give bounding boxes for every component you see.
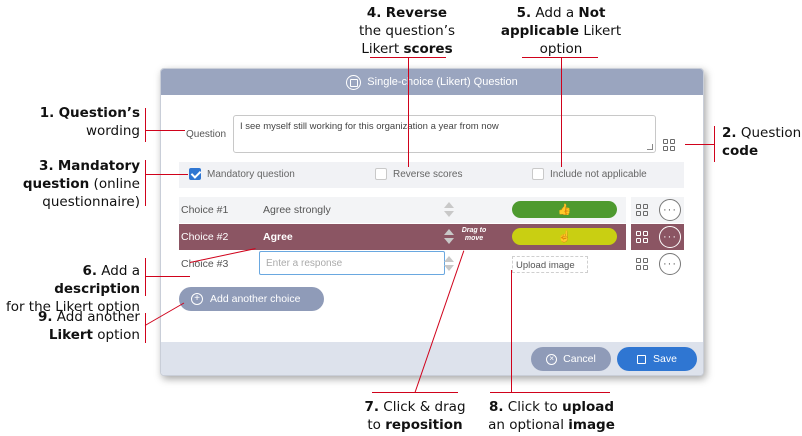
likert-question-dialog: Single-choice (Likert) Question Question… [160, 68, 704, 376]
resize-handle-icon[interactable] [647, 144, 653, 150]
mandatory-checkbox[interactable] [189, 168, 201, 180]
choice-row: Choice #3 Enter a response Upload image … [179, 251, 684, 277]
plus-icon: + [191, 293, 203, 305]
hand-pointer-icon: ☝ [557, 231, 572, 243]
upload-image-label: Upload image [516, 260, 575, 271]
callout-line [685, 144, 715, 145]
callout-line [145, 313, 146, 343]
response-input[interactable]: Enter a response [259, 251, 445, 275]
more-options-icon[interactable]: ··· [659, 226, 681, 248]
question-text: I see myself still working for this orga… [240, 121, 499, 132]
callout-line [408, 57, 409, 167]
more-options-icon[interactable]: ··· [659, 199, 681, 221]
choice-code-grid-icon[interactable] [636, 231, 648, 243]
not-applicable-label: Include not applicable [550, 168, 647, 180]
reverse-scores-option[interactable]: Reverse scores [375, 168, 462, 180]
response-placeholder: Enter a response [266, 258, 343, 269]
choice-label: Choice #1 [181, 204, 229, 216]
dialog-title: Single-choice (Likert) Question [367, 76, 518, 88]
cancel-label: Cancel [563, 353, 596, 365]
choice-text[interactable]: Agree [263, 231, 293, 243]
callout-line [561, 57, 562, 167]
thumbs-up-image[interactable]: ☝ [512, 228, 617, 245]
not-applicable-checkbox[interactable] [532, 168, 544, 180]
choice-text[interactable]: Agree strongly [263, 204, 331, 216]
callout-line [490, 392, 610, 393]
mandatory-label: Mandatory question [207, 168, 295, 180]
question-options-bar: Mandatory question Reverse scores Includ… [179, 162, 684, 188]
drag-hint: Drag to move [461, 227, 487, 242]
choice-code-grid-icon[interactable] [636, 258, 648, 270]
callout-line [145, 174, 188, 175]
choice-code-grid-icon[interactable] [636, 204, 648, 216]
save-label: Save [653, 353, 677, 365]
dialog-footer: × Cancel Save [161, 342, 703, 375]
dialog-header: Single-choice (Likert) Question [161, 69, 703, 95]
question-label: Question [186, 129, 227, 140]
not-applicable-option[interactable]: Include not applicable [532, 168, 647, 180]
save-button[interactable]: Save [617, 347, 697, 371]
question-type-icon [346, 74, 362, 90]
callout-line [511, 270, 512, 392]
callout-line [522, 57, 598, 58]
cancel-button[interactable]: × Cancel [531, 347, 611, 371]
thumbs-up-image[interactable]: 👍 [512, 201, 617, 218]
add-choice-label: Add another choice [210, 293, 301, 305]
thumbs-up-icon: 👍 [557, 204, 572, 216]
callout-line [145, 276, 190, 277]
question-textarea[interactable]: I see myself still working for this orga… [233, 115, 656, 153]
callout-line [145, 130, 185, 131]
callout-line [145, 258, 146, 296]
callout-line [145, 108, 146, 142]
choice-row: Choice #1 Agree strongly 👍 ··· [179, 197, 684, 223]
question-code-grid-icon[interactable] [663, 139, 675, 151]
drag-arrows-icon[interactable] [444, 256, 454, 271]
save-icon [637, 354, 647, 364]
callout-line [145, 160, 146, 206]
more-options-icon[interactable]: ··· [659, 253, 681, 275]
drag-arrows-icon[interactable] [444, 202, 454, 217]
drag-arrows-icon[interactable] [444, 229, 454, 244]
reverse-scores-checkbox[interactable] [375, 168, 387, 180]
reverse-scores-label: Reverse scores [393, 168, 463, 180]
close-icon: × [546, 353, 558, 365]
choice-row-selected: Choice #2 Agree Drag to move ☝ ··· [179, 224, 684, 250]
upload-image-button[interactable]: Upload image [512, 256, 588, 273]
choice-label: Choice #2 [181, 231, 229, 243]
add-choice-button[interactable]: + Add another choice [179, 287, 324, 311]
mandatory-option[interactable]: Mandatory question [189, 168, 295, 180]
